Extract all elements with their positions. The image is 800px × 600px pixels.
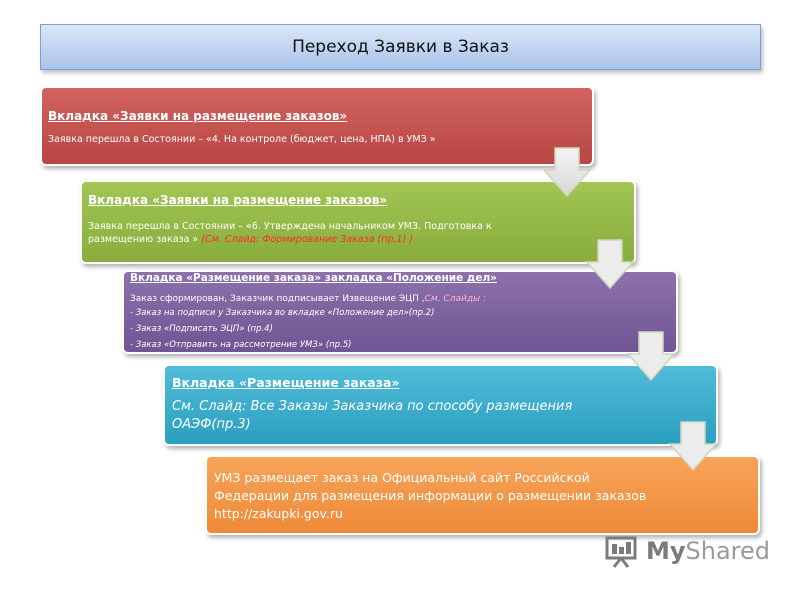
step-1-box: Вкладка «Заявки на размещение заказов» З… (40, 86, 594, 166)
step-2-box: Вкладка «Заявки на размещение заказов» З… (80, 180, 636, 264)
step-3-box: Вкладка «Размещение заказа» закладка «По… (122, 270, 678, 354)
down-arrow-icon (585, 239, 635, 290)
step-5-box: УМЗ размещает заказ на Официальный сайт … (205, 455, 760, 535)
step-1-header: Вкладка «Заявки на размещение заказов» (48, 109, 348, 123)
step-3-text: Заказ сформирован, Заказчик подписывает … (130, 294, 425, 304)
logo-text: MyShared (646, 537, 771, 565)
step-2-reference: (См. Слайд: Формирование Заказа (пр.1) ) (201, 234, 413, 245)
step-2-text-block: Заявка перешла в Состоянии – «6. Утвержд… (88, 220, 508, 246)
slide-title: Переход Заявки в Заказ (292, 37, 509, 57)
step-1-text: Заявка перешла в Состоянии – «4. На конт… (48, 134, 436, 145)
step-5-text: УМЗ размещает заказ на Официальный сайт … (214, 470, 647, 521)
step-3-list-item: - Заказ «Подписать ЭЦП» (пр.4) (130, 324, 273, 334)
step-3-list-item: - Заказ «Отправить на рассмотрение УМЗ» … (130, 340, 352, 350)
step-4-box: Вкладка «Размещение заказа» См. Слайд: В… (163, 364, 718, 446)
step-2-text: Заявка перешла в Состоянии – «6. Утвержд… (88, 221, 492, 245)
down-arrow-icon (626, 331, 676, 382)
myshared-logo: MyShared (604, 534, 770, 568)
step-3-reference: См. Слайды : (424, 294, 487, 304)
step-4-text: См. Слайд: Все Заказы Заказчика по спосо… (172, 399, 573, 432)
down-arrow-icon (668, 421, 718, 472)
step-3-text-block: Заказ сформирован, Заказчик подписывает … (130, 294, 486, 304)
presentation-board-icon (605, 536, 637, 568)
step-3-header: Вкладка «Размещение заказа» закладка «По… (130, 272, 497, 284)
down-arrow-icon (542, 147, 592, 198)
step-4-header: Вкладка «Размещение заказа» (172, 375, 400, 390)
step-2-header: Вкладка «Заявки на размещение заказов» (88, 193, 388, 207)
step-3-list-item: - Заказ на подписи у Заказчика во вкладк… (130, 308, 435, 318)
slide-title-bar: Переход Заявки в Заказ (40, 24, 761, 70)
